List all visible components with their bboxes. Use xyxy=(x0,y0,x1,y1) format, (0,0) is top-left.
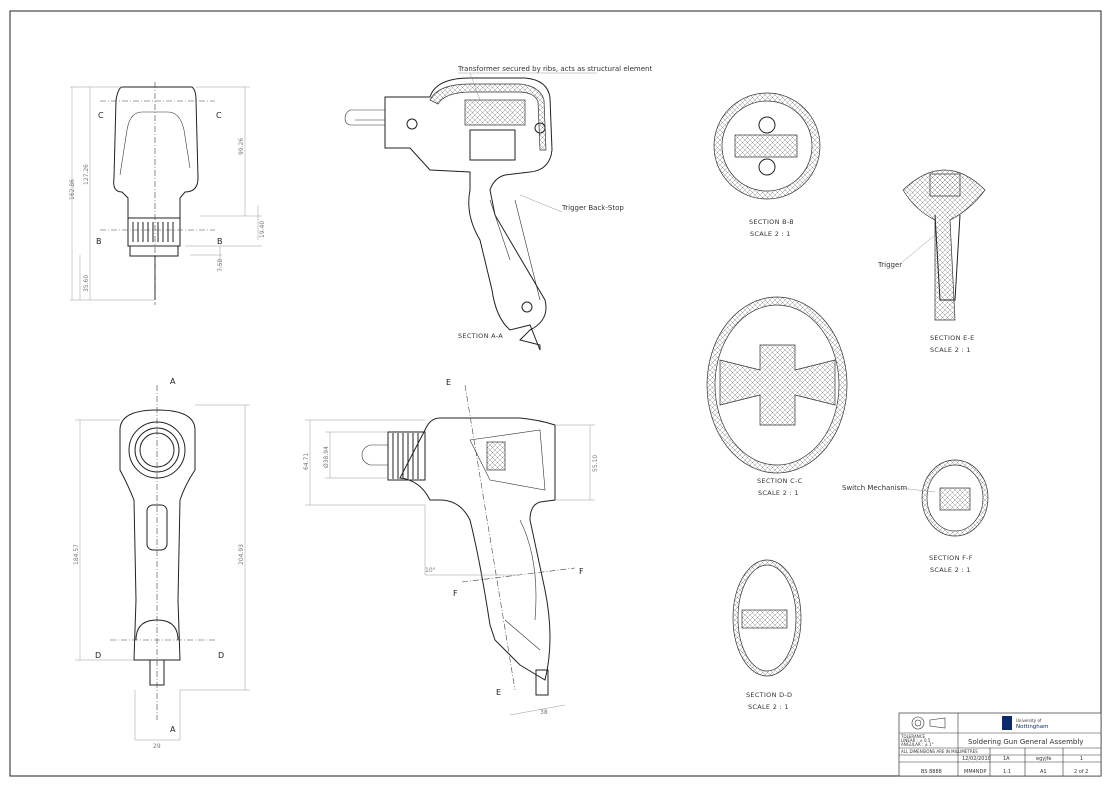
label-scale: SCALE 2 : 1 xyxy=(750,230,791,238)
dimension-204-93: 204.93 xyxy=(238,544,245,565)
dimension-55-10: 55.10 xyxy=(592,455,599,472)
knurl-ring xyxy=(132,222,174,242)
label-section-e-e: SECTION E-E xyxy=(930,334,975,342)
section-d-d-view: SECTION D-D SCALE 2 : 1 xyxy=(732,559,802,711)
annotation-trigger: Trigger xyxy=(877,261,902,269)
sheet-of: 2 of 2 xyxy=(1074,769,1088,775)
label-section-d-d: SECTION D-D xyxy=(746,691,792,699)
tolerance-label: TOLERANCE xyxy=(900,734,925,739)
label-section-f-f: SECTION F-F xyxy=(929,554,973,562)
section-a-a-view: Transformer secured by ribs, acts as str… xyxy=(344,65,652,351)
front-view: A A D D 184.57 204.93 29 xyxy=(73,377,250,750)
sheet-number: 1 xyxy=(1080,756,1083,762)
dimension-7-50: 7.50 xyxy=(217,258,224,272)
tolerance-angular: ANGULAR : ± 1° xyxy=(901,742,934,747)
dimension-diameter-38-94: Ø38.94 xyxy=(323,446,330,468)
drawn-by: egyjfe xyxy=(1036,756,1051,762)
scale: 1:1 xyxy=(1003,769,1011,775)
drawing-border xyxy=(9,10,1102,777)
section-marker-b: B xyxy=(217,237,223,246)
label-scale: SCALE 2 : 1 xyxy=(930,346,971,354)
section-marker-e: E xyxy=(446,378,451,387)
dimension-184-57: 184.57 xyxy=(73,544,80,565)
dimension-35-60: 35.60 xyxy=(83,275,90,292)
university-logo xyxy=(1002,716,1012,730)
section-marker-f: F xyxy=(453,589,458,598)
section-marker-e: E xyxy=(496,688,501,697)
top-view: C C B B 162.86 127.26 99.26 19.40 35.60 … xyxy=(69,82,266,305)
tolerance-linear: LINEAR : ± 0.5 xyxy=(901,738,931,743)
label-section-b-b: SECTION B-B xyxy=(749,218,794,226)
dimension-angle-10: 10° xyxy=(425,567,436,574)
annotation-transformer: Transformer secured by ribs, acts as str… xyxy=(457,65,652,73)
section-marker-b: B xyxy=(96,237,102,246)
drawing-number: MM4NDP xyxy=(964,769,986,775)
label-scale: SCALE 2 : 1 xyxy=(930,566,971,574)
drawing-title: Soldering Gun General Assembly xyxy=(968,738,1083,746)
dimension-64-71: 64.71 xyxy=(303,453,310,470)
dimension-19-40: 19.40 xyxy=(259,221,266,238)
section-b-b-view: SECTION B-B SCALE 2 : 1 xyxy=(713,92,821,238)
annotation-switch-mechanism: Switch Mechanism xyxy=(842,484,907,492)
revision: 1A xyxy=(1003,756,1010,762)
section-e-e-view: Trigger SECTION E-E SCALE 2 : 1 xyxy=(877,169,986,354)
label-scale: SCALE 2 : 1 xyxy=(748,703,789,711)
section-marker-a: A xyxy=(170,377,176,386)
dimension-127-26: 127.26 xyxy=(83,164,90,185)
date: 12/02/2010 xyxy=(962,756,991,762)
section-marker-d: D xyxy=(95,651,101,660)
section-marker-c: C xyxy=(216,111,222,120)
annotation-trigger-backstop: Trigger Back-Stop xyxy=(561,204,624,212)
units-note: ALL DIMENSIONS ARE IN MILLIMETRES xyxy=(901,749,978,754)
dimension-38: 38 xyxy=(540,709,548,716)
logo-text-line2: Nottingham xyxy=(1016,724,1049,730)
dimension-29: 29 xyxy=(153,743,161,750)
section-marker-a: A xyxy=(170,725,176,734)
section-c-c-view: SECTION C-C SCALE 2 : 1 xyxy=(706,296,848,497)
label-section-c-c: SECTION C-C xyxy=(757,477,803,485)
dimension-99-26: 99.26 xyxy=(238,138,245,155)
section-marker-c: C xyxy=(98,111,104,120)
dimension-162-86: 162.86 xyxy=(69,179,76,200)
logo-text-line1: University of xyxy=(1016,718,1042,723)
section-f-f-view: Switch Mechanism SECTION F-F SCALE 2 : 1 xyxy=(842,459,989,574)
paper-size: A1 xyxy=(1040,769,1047,775)
standard: BS 8888 xyxy=(921,769,942,775)
label-section-a-a: SECTION A-A xyxy=(458,332,503,340)
side-view: E E F F 64.71 Ø38.94 55.10 10° 38 xyxy=(303,378,599,716)
section-marker-f: F xyxy=(579,567,584,576)
label-scale: SCALE 2 : 1 xyxy=(758,489,799,497)
section-marker-d: D xyxy=(218,651,224,660)
title-block: University of Nottingham TOLERANCE LINEA… xyxy=(898,712,1102,777)
